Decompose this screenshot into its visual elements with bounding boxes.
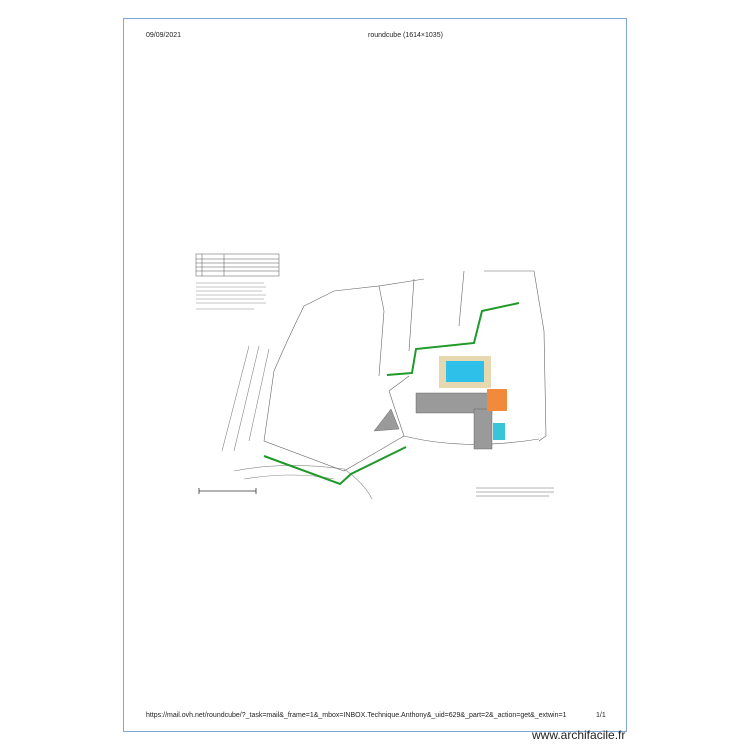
small-pool [493, 423, 505, 440]
title-block-notes [196, 282, 266, 310]
print-page: 09/09/2021 roundcube (1614×1035) [123, 18, 627, 732]
terrace [487, 389, 507, 411]
print-date: 09/09/2021 [146, 32, 182, 39]
page-number: 1/1 [596, 712, 606, 719]
watermark-text: www.archifacile.fr [532, 728, 626, 742]
print-title: roundcube (1614×1035) [368, 32, 443, 39]
pool [446, 361, 484, 382]
title-block [195, 253, 280, 277]
building [373, 392, 493, 450]
legend-block [476, 487, 554, 497]
road [221, 345, 373, 500]
parcel-lines [263, 270, 547, 472]
site-plan-drawing [195, 253, 554, 500]
scale-bar [198, 488, 257, 494]
print-url: https://mail.ovh.net/roundcube/?_task=ma… [146, 712, 567, 719]
boundary-green [263, 302, 520, 486]
